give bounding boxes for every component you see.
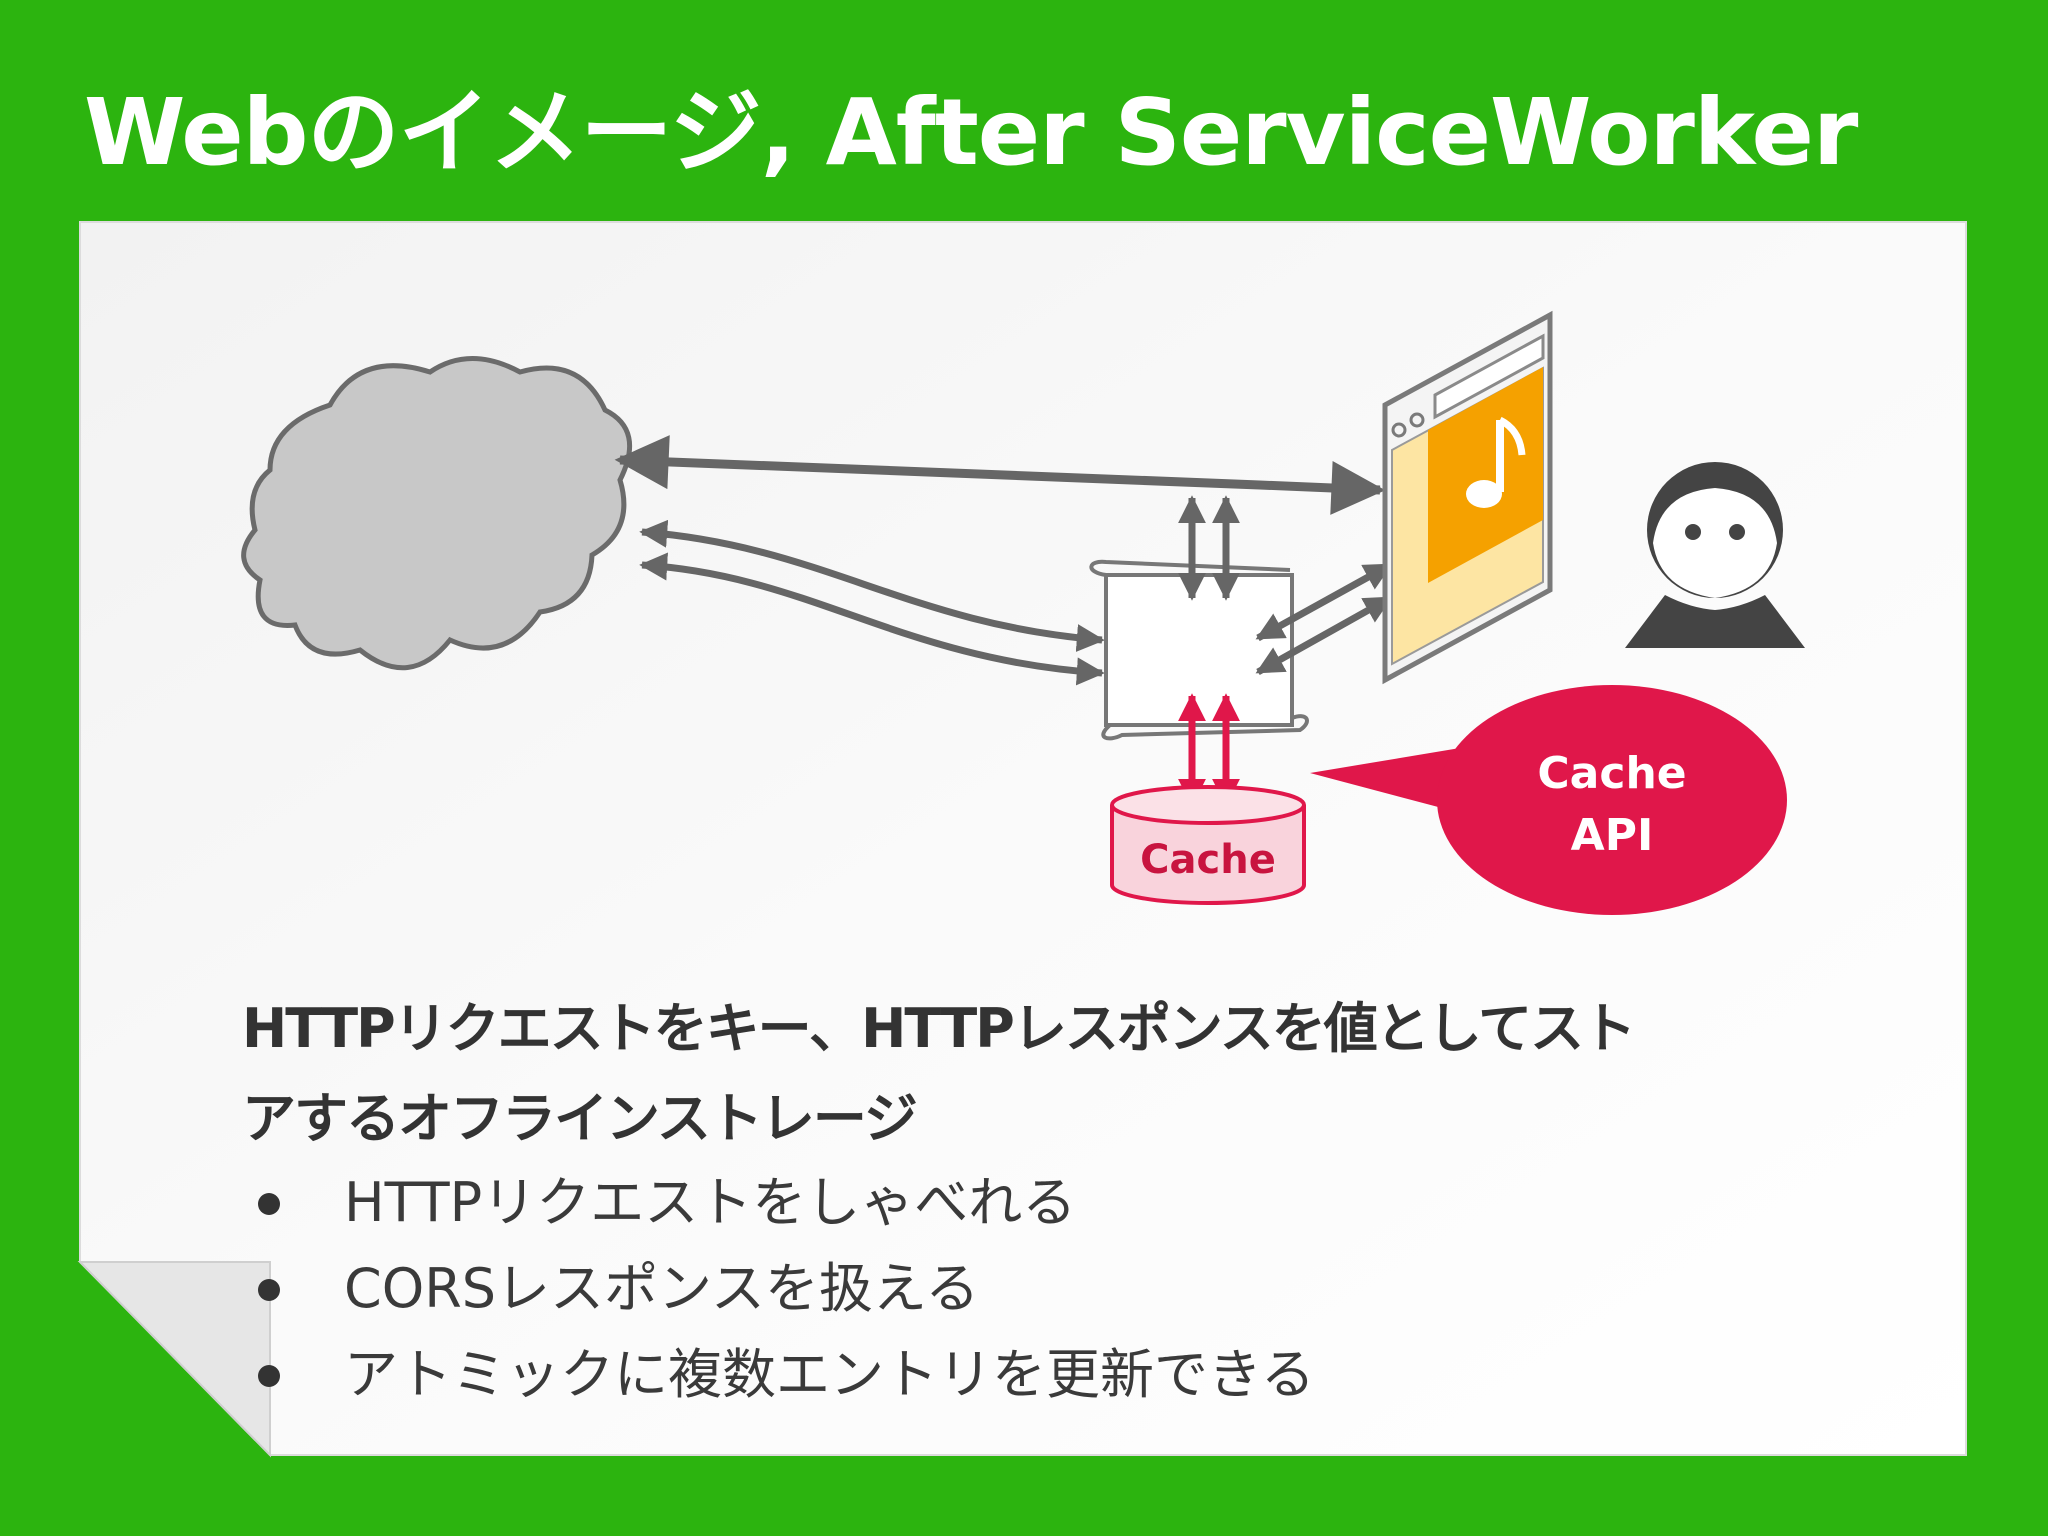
- feature-list: HTTPリクエストをしゃべれる CORSレスポンスを扱える アトミックに複数エン…: [252, 1160, 1315, 1418]
- callout-line-2: API: [1571, 810, 1654, 861]
- slide-title: Webのイメージ, After ServiceWorker: [84, 79, 1858, 186]
- paper-curl: [77, 1261, 271, 1458]
- headline-line-2: アするオフラインストレージ: [242, 1087, 918, 1150]
- callout-line-1: Cache: [1537, 748, 1686, 799]
- music-note-icon: [1466, 416, 1526, 508]
- cloud-browser-arrow: [614, 435, 1386, 515]
- list-item: HTTPリクエストをしゃべれる: [252, 1160, 1315, 1246]
- cache-label: Cache: [1140, 837, 1276, 883]
- user-avatar-icon: [1625, 462, 1805, 648]
- cache-api-callout: [1310, 685, 1787, 915]
- sw-browser-arrow-2: [1255, 594, 1393, 676]
- headline-line-1: HTTPリクエストをキー、HTTPレスポンスを値としてスト: [242, 997, 1636, 1060]
- list-item: アトミックに複数エントリを更新できる: [252, 1332, 1315, 1418]
- description-headline: HTTPリクエストをキー、HTTPレスポンスを値としてスト アするオフラインスト…: [242, 984, 1842, 1164]
- cloud-icon: [241, 356, 633, 671]
- cloud-sw-arrow-2: [639, 552, 1105, 686]
- cache-database-icon: [1110, 785, 1306, 905]
- list-item: CORSレスポンスを扱える: [252, 1246, 1315, 1332]
- service-worker-scroll-icon: [1089, 559, 1309, 741]
